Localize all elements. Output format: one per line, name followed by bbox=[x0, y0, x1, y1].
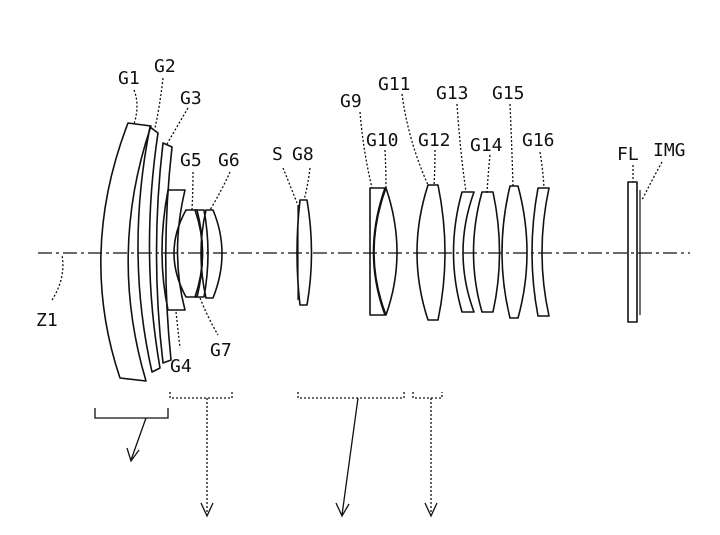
group-bracket-3 bbox=[297, 392, 405, 399]
lens-g8 bbox=[296, 199, 313, 306]
leader-g7 bbox=[199, 297, 219, 336]
motion-arrowhead-4 bbox=[424, 502, 438, 518]
label-g3: G3 bbox=[180, 88, 202, 109]
label-g7: G7 bbox=[210, 340, 232, 361]
lens-g7 bbox=[194, 209, 209, 298]
motion-arrow-1 bbox=[130, 417, 147, 461]
group-bracket-2 bbox=[169, 392, 233, 399]
lens-g14 bbox=[472, 191, 501, 313]
lens-g9 bbox=[369, 187, 386, 316]
leader-g2 bbox=[154, 77, 164, 129]
lens-g16 bbox=[531, 187, 550, 317]
label-g14: G14 bbox=[470, 135, 503, 156]
label-g4: G4 bbox=[170, 356, 192, 377]
label-g10: G10 bbox=[366, 130, 399, 151]
lens-g13 bbox=[452, 191, 475, 313]
label-g1: G1 bbox=[118, 68, 140, 89]
leader-g14 bbox=[486, 154, 491, 194]
leader-g9 bbox=[359, 111, 373, 189]
lens-g10 bbox=[373, 187, 398, 316]
leader-g11 bbox=[401, 93, 429, 186]
lens-g1 bbox=[100, 122, 152, 382]
label-g12: G12 bbox=[418, 130, 451, 151]
leader-g3 bbox=[166, 107, 189, 145]
label-g6: G6 bbox=[218, 150, 240, 171]
lens-g4 bbox=[161, 189, 186, 311]
label-g13: G13 bbox=[436, 83, 469, 104]
lens-g2 bbox=[137, 126, 161, 373]
leader-g12 bbox=[433, 149, 436, 187]
leader-g5 bbox=[191, 171, 194, 211]
label-g16: G16 bbox=[522, 130, 555, 151]
leader-img bbox=[641, 161, 663, 201]
label-fl: FL bbox=[617, 144, 639, 165]
group-bracket-4 bbox=[412, 392, 443, 399]
leader-g13 bbox=[456, 103, 467, 193]
label-g8: G8 bbox=[292, 144, 314, 165]
leader-g6 bbox=[209, 171, 231, 211]
motion-arrowhead-3 bbox=[335, 502, 350, 518]
label-z1: Z1 bbox=[36, 310, 58, 331]
label-img: IMG bbox=[653, 140, 686, 161]
lens-g15 bbox=[501, 185, 528, 319]
group-bracket-1 bbox=[94, 408, 169, 419]
leader-g10 bbox=[384, 149, 387, 189]
leader-z1 bbox=[51, 254, 64, 301]
lens-g12 bbox=[416, 184, 446, 321]
leader-g15 bbox=[509, 103, 514, 187]
label-g9: G9 bbox=[340, 91, 362, 112]
motion-arrowhead-1 bbox=[126, 447, 140, 463]
label-g2: G2 bbox=[154, 56, 176, 77]
label-g15: G15 bbox=[492, 83, 525, 104]
filter-fl bbox=[627, 181, 638, 323]
motion-arrowhead-2 bbox=[200, 502, 214, 518]
leader-g4 bbox=[175, 311, 181, 349]
leader-g16 bbox=[539, 151, 545, 189]
motion-arrow-3 bbox=[341, 397, 359, 516]
leader-s bbox=[282, 167, 298, 204]
leader-g1 bbox=[133, 89, 138, 125]
label-g5: G5 bbox=[180, 150, 202, 171]
lens-g3 bbox=[155, 142, 173, 364]
label-g11: G11 bbox=[378, 74, 411, 95]
leader-g8 bbox=[303, 167, 311, 201]
label-s: S bbox=[272, 144, 283, 165]
lens-g6 bbox=[200, 209, 223, 299]
